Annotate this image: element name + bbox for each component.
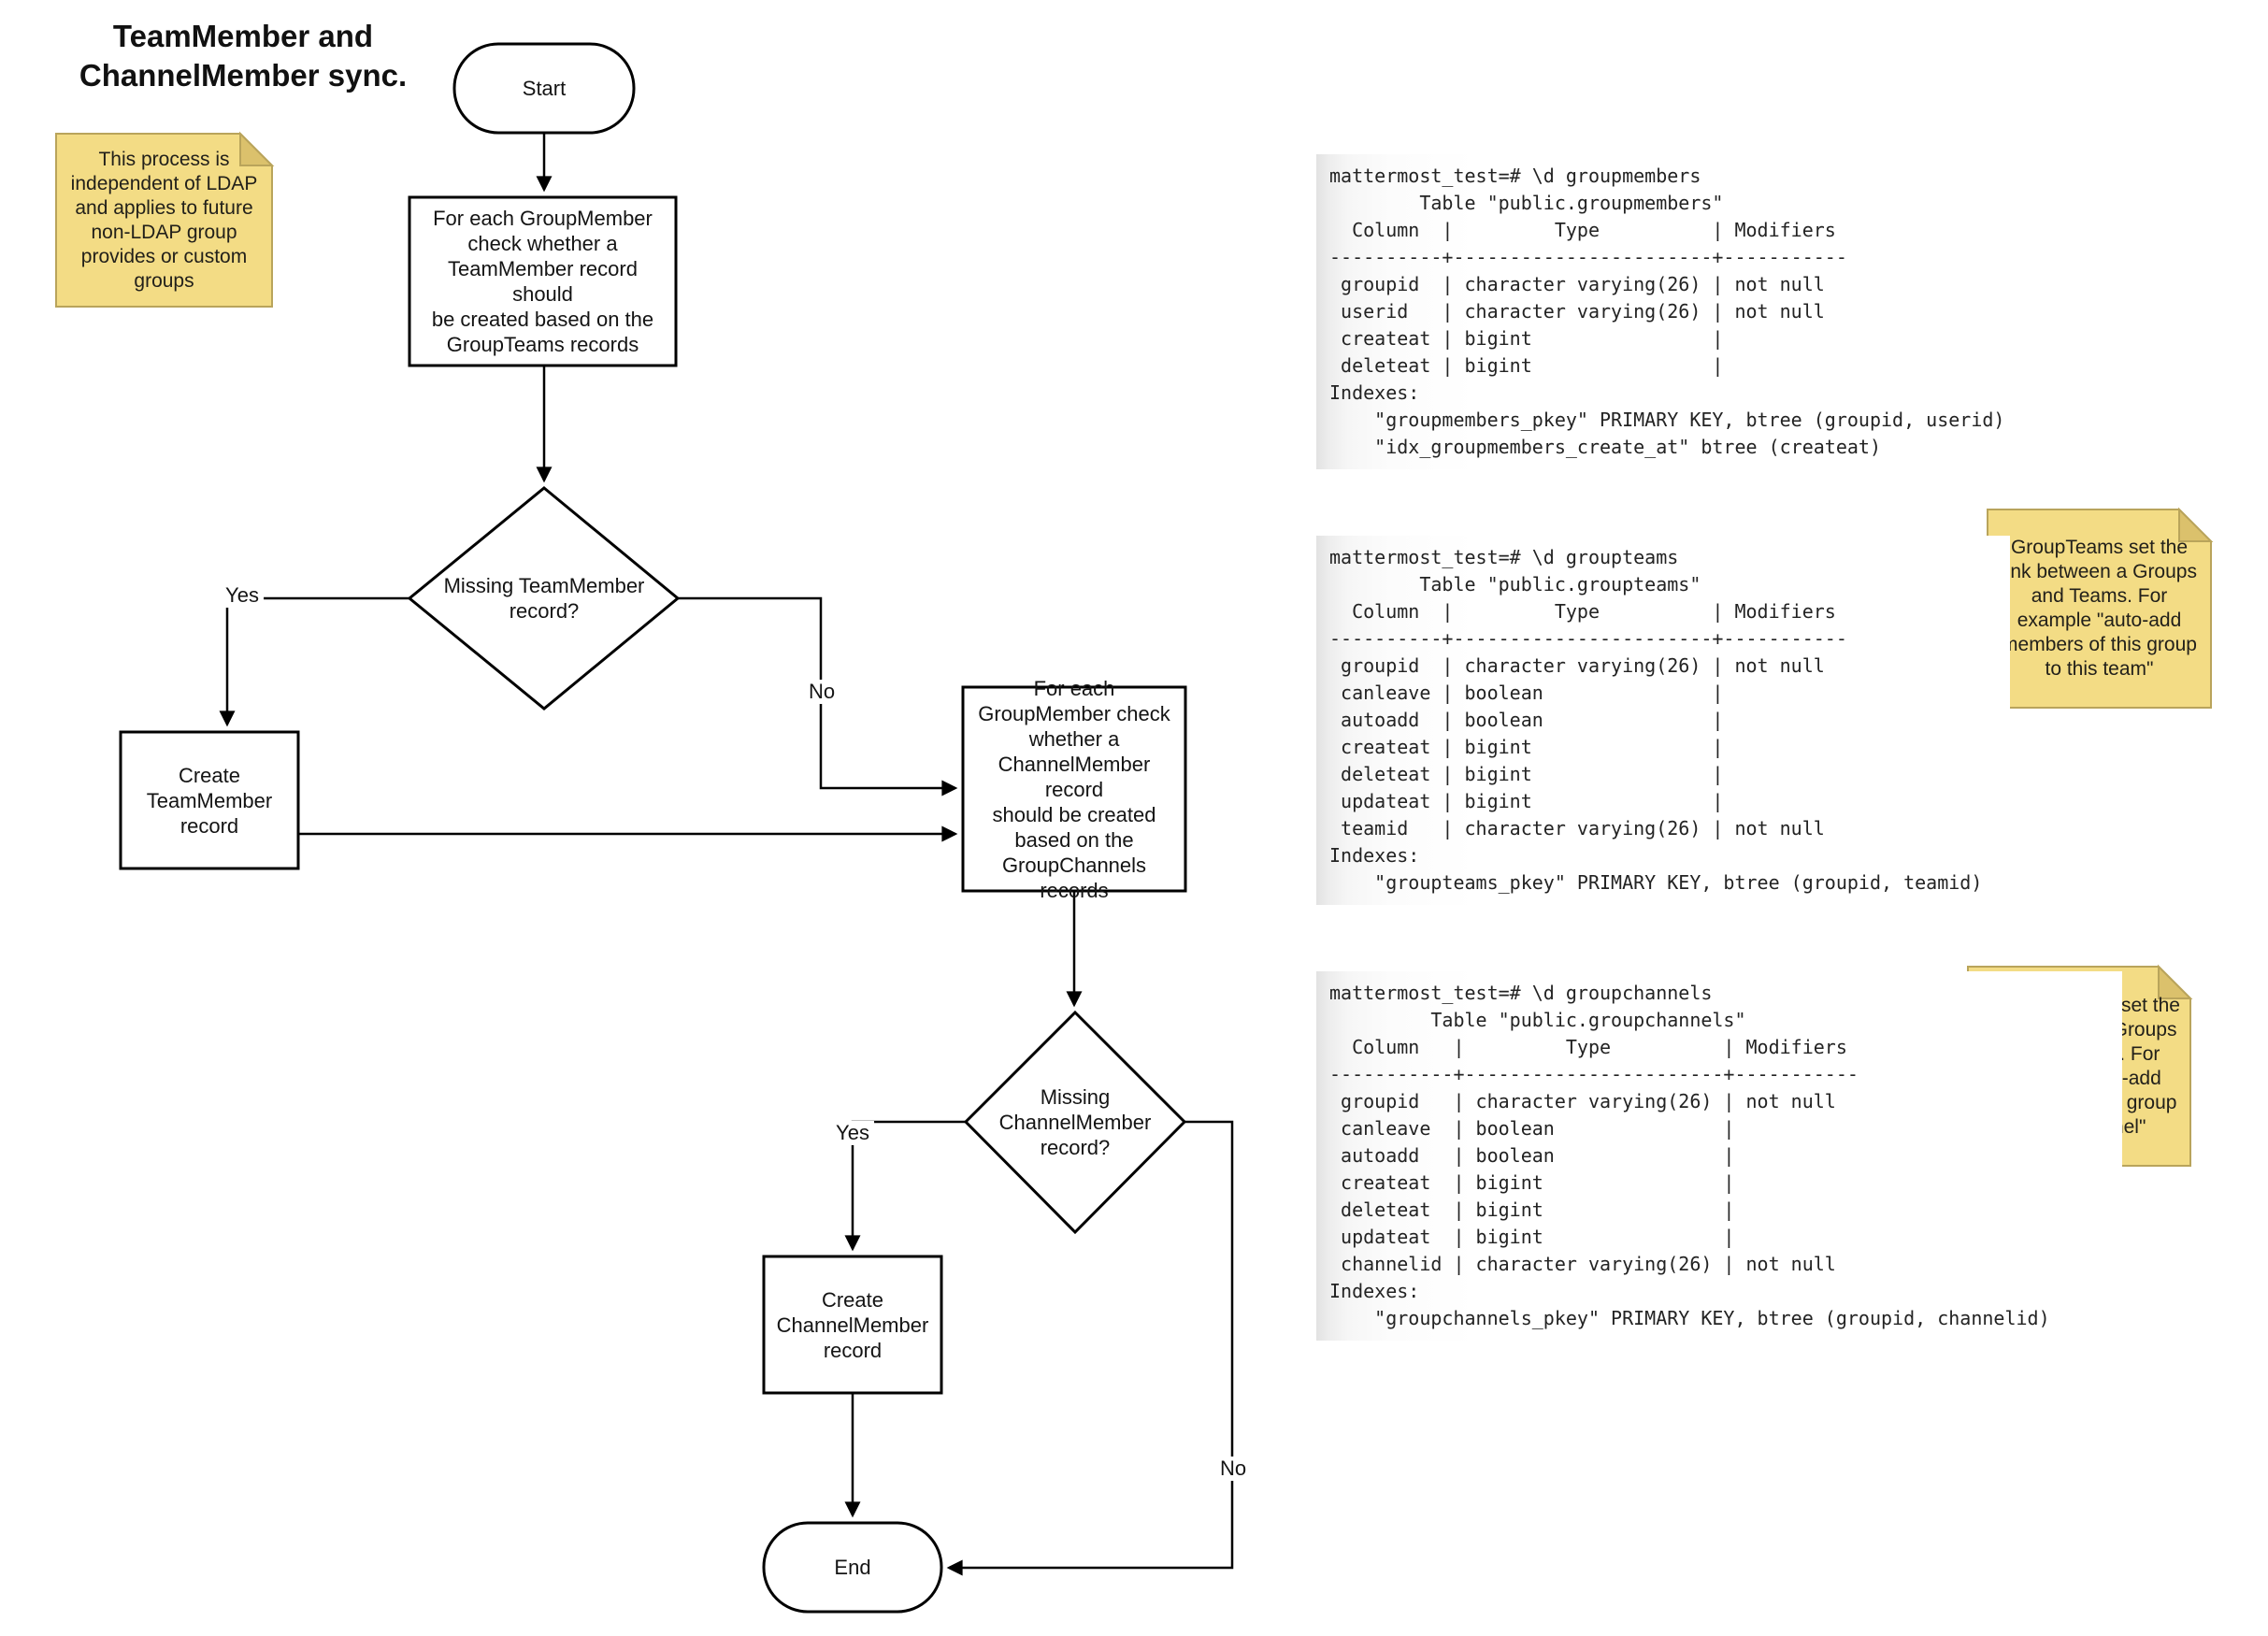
create-channel-process-shape [762,1255,943,1395]
check-team-process-shape [408,195,678,367]
check-channel-process-shape [961,685,1187,893]
edge-yes-to-create-team [219,596,409,727]
end-terminator-shape [762,1521,943,1614]
create-team-process-label: Create TeamMember record [146,763,273,838]
create-team-process-shape [119,730,300,870]
missing-channel-decision-label: Missing ChannelMember record? [998,1085,1152,1159]
end-terminator-label: End [834,1556,871,1579]
edge-label-yes-channel: Yes [831,1121,874,1145]
edge-label-no-channel: No [1214,1457,1252,1481]
psql-output-groupchannels: mattermost_test=# \d groupchannels Table… [1316,971,2122,1341]
missing-team-decision-shape [407,486,681,710]
connectors [219,133,1234,1576]
check-team-process-label: For each GroupMember check whether a Tea… [431,207,654,356]
note-groupteams-text: GroupTeams set the link between a Groups… [2002,537,2197,680]
note-ldap-shape [55,133,273,308]
check-channel-process-label: For each GroupMember check whether a Cha… [978,676,1170,902]
edge-label-no-team: No [803,680,840,704]
note-ldap-text: This process is independent of LDAP and … [70,148,258,292]
start-terminator-label: Start [522,77,567,100]
diagram-title: TeamMember and ChannelMember sync. [79,19,408,93]
start-terminator-shape [452,42,636,135]
edge-label-yes-team: Yes [221,583,264,608]
nodes [119,42,1187,1614]
edge-no-to-end [946,1120,1234,1576]
missing-channel-decision-shape [963,1010,1187,1235]
psql-output-groupteams: mattermost_test=# \d groupteams Table "p… [1316,536,2010,905]
missing-team-decision-label: Missing TeamMember record? [443,574,645,623]
create-channel-process-label: Create ChannelMember record [776,1287,929,1362]
note-ldap-fold-icon [239,131,275,166]
note-groupchannels-fold-icon [2158,964,2193,999]
psql-output-groupmembers: mattermost_test=# \d groupmembers Table … [1316,154,2010,469]
note-groupteams-fold-icon [2178,507,2214,542]
